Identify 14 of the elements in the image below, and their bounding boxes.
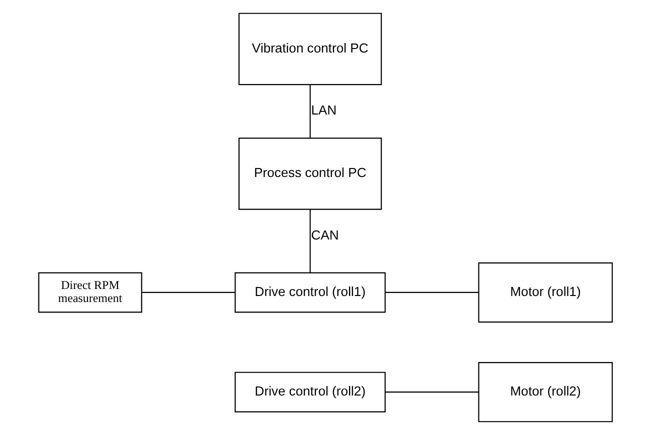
connector (309, 208, 310, 272)
node-box: Process control PC (238, 137, 382, 210)
connector (141, 291, 235, 293)
edge-label: LAN (310, 102, 336, 118)
node-box: Drive control (roll1) (234, 272, 386, 312)
node-box: Vibration control PC (238, 12, 382, 85)
edge-label: CAN (310, 227, 338, 242)
node-box: Direct RPM measurement (38, 272, 142, 312)
connector (385, 291, 478, 293)
connector (309, 84, 310, 138)
node-box: Drive control (roll2) (234, 371, 386, 412)
node-box: Motor (roll1) (478, 262, 612, 322)
node-box: Motor (roll2) (478, 361, 612, 422)
connector (385, 391, 478, 392)
